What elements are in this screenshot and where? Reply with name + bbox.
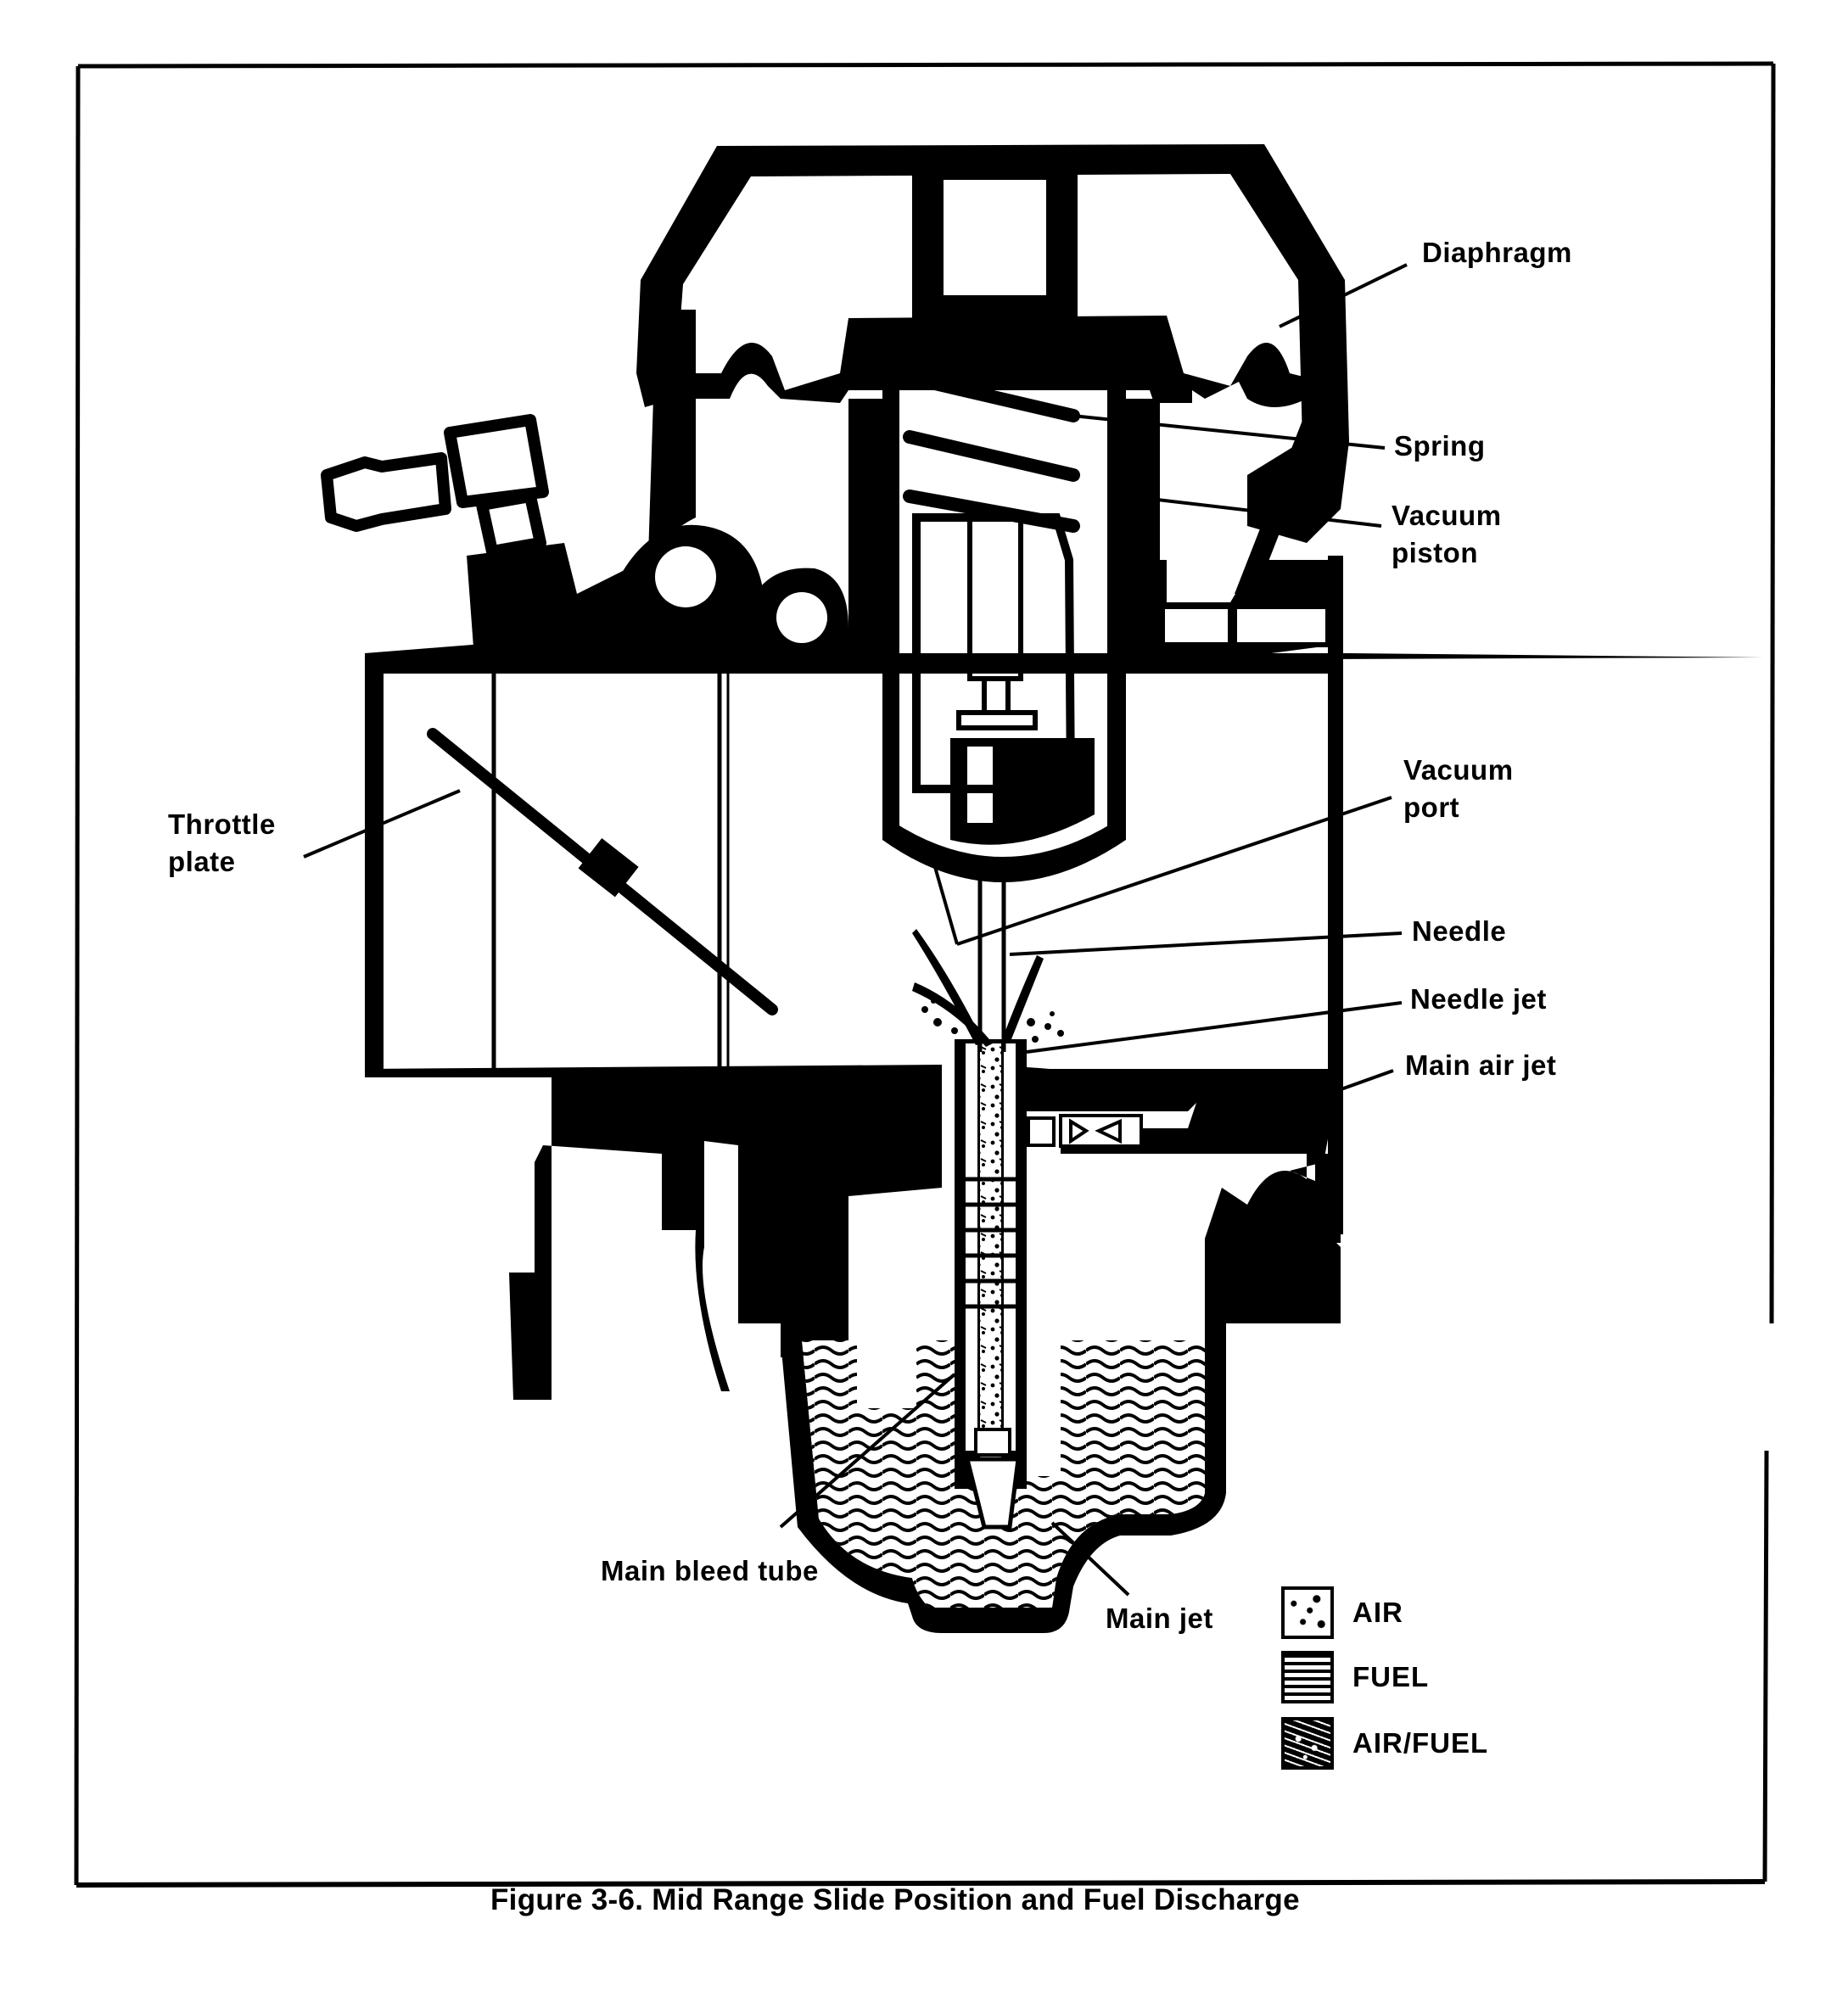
label-diaphragm: Diaphragm <box>1422 237 1572 268</box>
diaphragm <box>653 316 1307 407</box>
needle-holder <box>912 513 1076 793</box>
legend-label: AIR/FUEL <box>1352 1727 1489 1759</box>
legend-label: FUEL <box>1352 1661 1430 1692</box>
vacuum-piston <box>882 318 1126 882</box>
venturi <box>365 653 1341 1077</box>
figure-caption: Figure 3-6. Mid Range Slide Position and… <box>490 1883 1300 1916</box>
air-fuel-spray <box>912 929 1064 1047</box>
label-needle-jet: Needle jet <box>1410 983 1547 1015</box>
vent-fitting <box>321 414 549 557</box>
leader-diaphragm <box>1279 263 1408 328</box>
label-main-jet: Main jet <box>1106 1603 1213 1634</box>
air-pattern-icon <box>1281 1586 1334 1639</box>
leader-main-jet <box>1050 1521 1130 1597</box>
body-upper <box>365 310 1763 662</box>
label-needle: Needle <box>1412 915 1507 947</box>
label-vacuum-port: Vacuum port <box>1403 754 1514 823</box>
leader-vacuum-piston <box>1128 495 1382 528</box>
legend-label: AIR <box>1352 1597 1403 1628</box>
leader-vacuum-port-tip <box>933 866 959 945</box>
needle <box>977 865 1006 1052</box>
needle-jet-assembly <box>955 1039 1027 1530</box>
label-throttle-plate: Throttle plate <box>168 808 276 877</box>
leader-throttle-plate <box>303 789 461 859</box>
leader-main-bleed-tube <box>779 1373 956 1529</box>
main-air-jet <box>1027 1067 1196 1148</box>
label-vacuum-piston: Vacuum piston <box>1392 500 1502 568</box>
legend-item-fuel: FUEL <box>1281 1651 1429 1703</box>
leader-needle-jet <box>1026 1001 1403 1054</box>
vacuum-passage <box>1141 399 1343 1234</box>
leader-spring <box>1072 414 1386 450</box>
label-main-air-jet: Main air jet <box>1405 1049 1557 1081</box>
leader-needle <box>1009 931 1403 956</box>
fuel-pattern-icon <box>1281 1651 1334 1703</box>
label-spring: Spring <box>1394 430 1486 461</box>
figure-frame <box>74 61 1776 1888</box>
leader-vacuum-port <box>956 796 1392 946</box>
leader-main-air-jet <box>1231 1069 1394 1130</box>
leader-lines <box>303 263 1408 1597</box>
throttle-plate <box>427 728 778 1015</box>
legend-item-air: AIR <box>1281 1586 1403 1639</box>
air-fuel-pattern-icon <box>1281 1717 1334 1770</box>
label-main-bleed-tube: Main bleed tube <box>601 1555 819 1586</box>
float-bowl <box>781 1137 1226 1633</box>
legend-item-air-fuel: AIR/FUEL <box>1281 1717 1488 1770</box>
